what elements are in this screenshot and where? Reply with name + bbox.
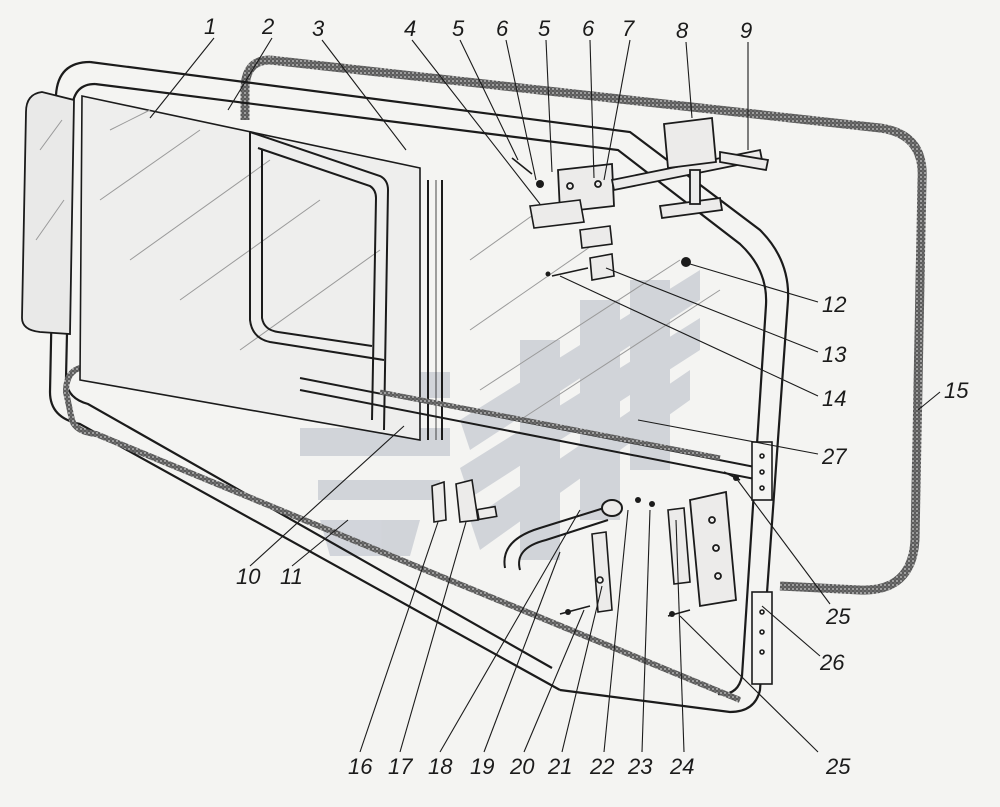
callout-6b: 6 bbox=[582, 16, 595, 41]
callout-16: 16 bbox=[348, 754, 373, 779]
callout-2: 2 bbox=[261, 14, 274, 39]
callout-10: 10 bbox=[236, 564, 261, 589]
callout-22: 22 bbox=[589, 754, 614, 779]
callout-21: 21 bbox=[547, 754, 572, 779]
bracket-4 bbox=[529, 199, 613, 249]
callout-6a: 6 bbox=[496, 16, 509, 41]
hinge-upper bbox=[751, 441, 773, 501]
callout-9: 9 bbox=[740, 18, 752, 43]
latch-parts bbox=[431, 479, 498, 523]
callout-3: 3 bbox=[312, 16, 325, 41]
callout-17: 17 bbox=[388, 754, 413, 779]
center-post bbox=[427, 180, 443, 440]
callout-26: 26 bbox=[819, 650, 845, 675]
callout-14: 14 bbox=[822, 386, 846, 411]
door-handle bbox=[503, 499, 623, 571]
link-plate bbox=[667, 507, 691, 585]
callout-13: 13 bbox=[822, 342, 847, 367]
callout-23: 23 bbox=[627, 754, 653, 779]
callout-labels: 1 2 3 4 5 6 5 6 7 8 9 10 11 12 13 14 15 … bbox=[204, 14, 969, 779]
callout-25b: 25 bbox=[825, 754, 851, 779]
callout-27: 27 bbox=[821, 444, 847, 469]
callout-25a: 25 bbox=[825, 604, 851, 629]
callout-20: 20 bbox=[509, 754, 535, 779]
callout-7: 7 bbox=[622, 16, 635, 41]
callout-12: 12 bbox=[822, 292, 846, 317]
left-glass-panel bbox=[21, 91, 421, 441]
callout-11: 11 bbox=[280, 564, 303, 589]
callout-8: 8 bbox=[676, 18, 689, 43]
striker-13 bbox=[589, 253, 615, 281]
watermark-logo bbox=[300, 270, 700, 560]
callout-1: 1 bbox=[204, 14, 216, 39]
callout-24: 24 bbox=[669, 754, 694, 779]
lever-plate bbox=[591, 531, 613, 613]
sliding-window-frame bbox=[249, 131, 390, 431]
lock-plate bbox=[689, 490, 737, 608]
bracket-assembly bbox=[557, 116, 770, 220]
callout-5a: 5 bbox=[452, 16, 465, 41]
right-glass-panel bbox=[469, 209, 721, 421]
hinge-lower bbox=[751, 591, 773, 685]
callout-4: 4 bbox=[404, 16, 416, 41]
callout-15: 15 bbox=[944, 378, 969, 403]
callout-18: 18 bbox=[428, 754, 453, 779]
lower-seal-11 bbox=[62, 365, 742, 703]
callout-19: 19 bbox=[470, 754, 494, 779]
belt-rail bbox=[299, 377, 761, 481]
leader-lines bbox=[149, 37, 941, 753]
callout-5b: 5 bbox=[538, 16, 551, 41]
door-seal-15 bbox=[240, 55, 927, 595]
